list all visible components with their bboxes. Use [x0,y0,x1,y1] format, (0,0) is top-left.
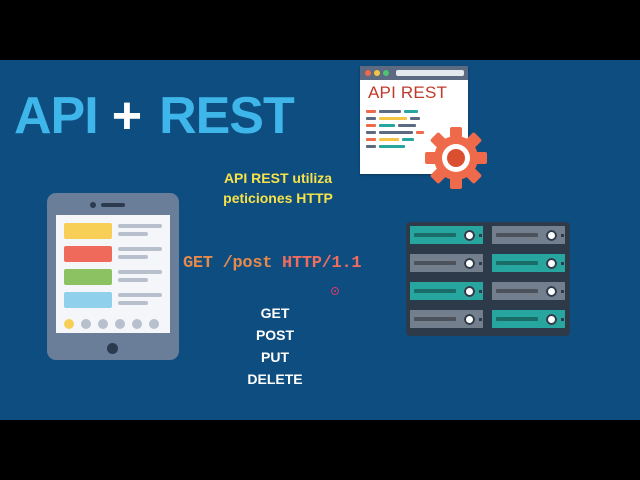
server-unit [408,308,485,330]
screen-card-red [64,246,112,262]
tablet-home-button [107,343,118,354]
server-unit [490,224,567,246]
server-unit [490,280,567,302]
http-methods-list: GET POST PUT DELETE [230,302,320,390]
minimize-dot-icon [374,70,380,76]
screen-card-green [64,269,112,285]
code-lines-icon [366,110,424,152]
title-api: API [14,87,99,145]
server-unit [490,308,567,330]
method-get: GET [260,305,290,321]
browser-label: API REST [368,83,448,102]
request-path: /post [222,254,273,273]
server-unit [408,224,485,246]
gear-icon [425,127,487,189]
method-post: POST [255,327,295,343]
browser-titlebar [360,66,468,80]
method-put: PUT [261,349,289,365]
server-rack-icon [406,222,570,336]
maximize-dot-icon [383,70,389,76]
title-plus: + [111,87,142,145]
screen-card-yellow [64,223,112,239]
server-unit [408,252,485,274]
screen-card-blue [64,292,112,308]
server-unit [490,252,567,274]
http-request-line: GET /post HTTP/1.1 [183,254,362,273]
tablet-speaker [101,203,125,207]
subtitle: API REST utiliza peticiones HTTP [188,168,368,208]
subtitle-line-1: API REST utiliza [223,170,333,186]
thumbnail-canvas: API+ REST API REST [0,60,640,420]
address-bar [396,70,464,76]
method-delete: DELETE [247,371,303,387]
request-protocol: HTTP/1.1 [282,254,362,273]
close-dot-icon [365,70,371,76]
server-unit [408,280,485,302]
main-title: API+ REST [14,87,295,145]
cursor-target-icon [331,287,339,295]
tablet-icon [47,193,179,360]
title-rest: REST [159,87,295,145]
tablet-screen [56,215,170,333]
request-method: GET [183,254,213,273]
browser-window-icon: API REST [360,66,468,174]
tablet-camera [90,202,96,208]
subtitle-line-2: peticiones HTTP [223,190,333,206]
